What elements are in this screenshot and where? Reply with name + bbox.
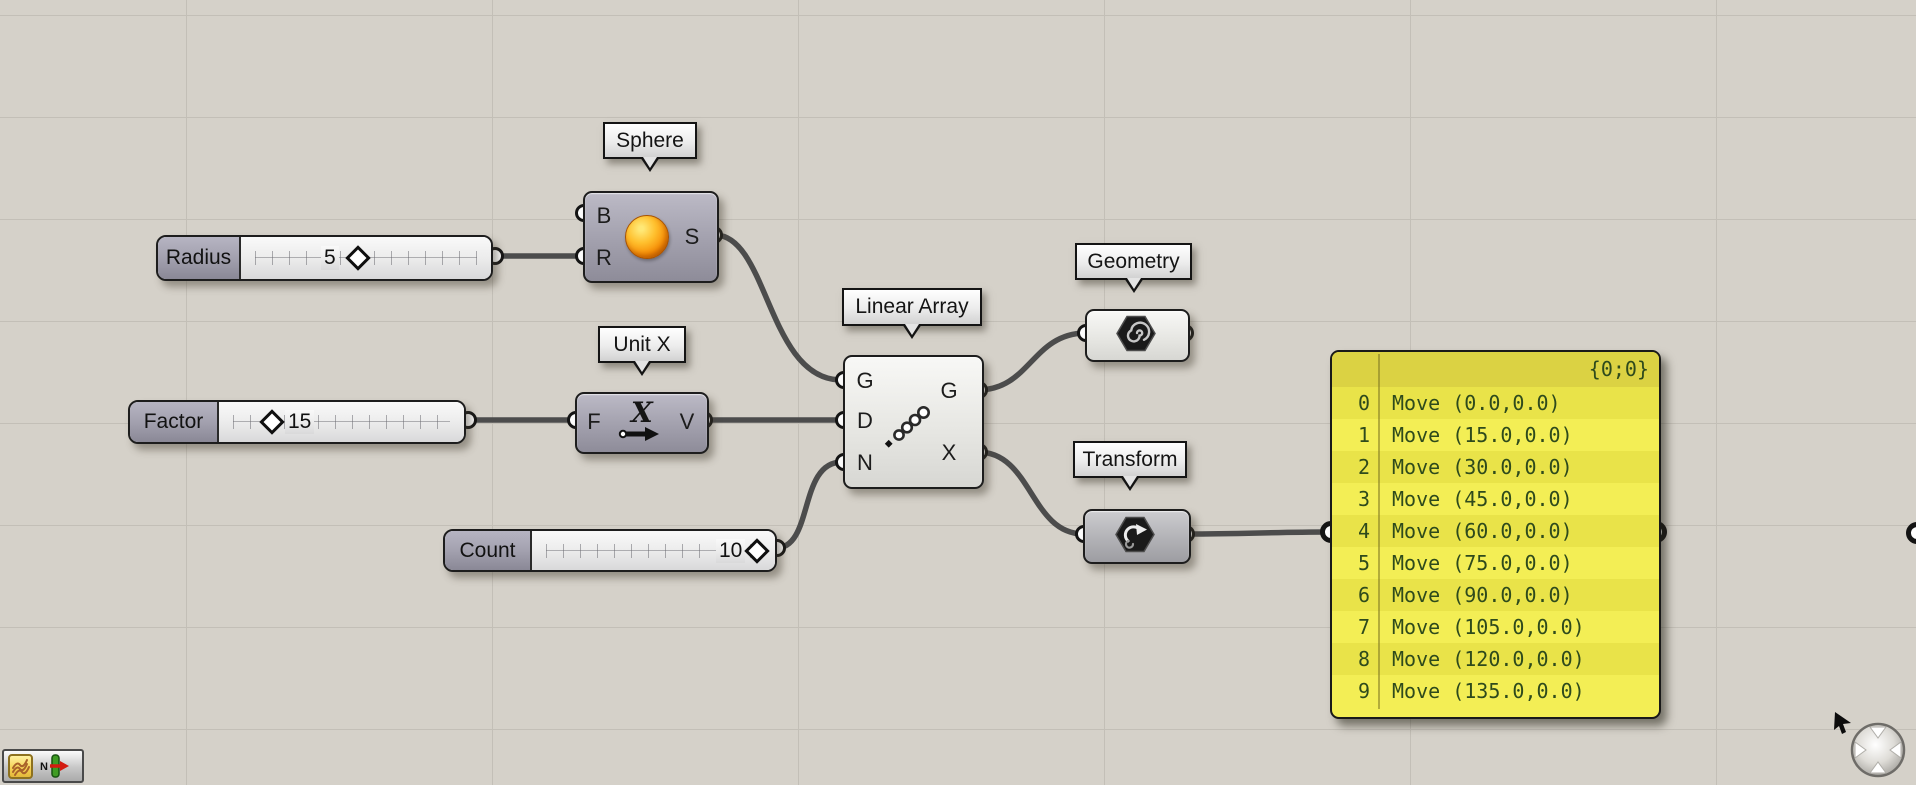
- unit-x-balloon: Unit X: [598, 326, 686, 363]
- panel-row: 5 Move (75.0,0.0): [1332, 547, 1659, 579]
- panel-row: 9 Move (135.0,0.0): [1332, 675, 1659, 707]
- wire-count-to-array[interactable]: [773, 459, 845, 551]
- radius-slider-track[interactable]: 5: [241, 237, 491, 279]
- unit-x-vector-icon: X: [618, 396, 659, 441]
- array-output-label-g: G: [940, 378, 958, 403]
- sphere-balloon: Sphere: [603, 122, 697, 159]
- slider-tick-marks: [546, 543, 761, 558]
- wire-sphere-to-array[interactable]: [713, 232, 843, 383]
- row-text: Move (75.0,0.0): [1392, 551, 1573, 575]
- panel-row: 2 Move (30.0,0.0): [1332, 451, 1659, 483]
- row-text: Move (30.0,0.0): [1392, 455, 1573, 479]
- geometry-balloon-label: Geometry: [1087, 249, 1180, 273]
- sphere-input-label-b: B: [596, 203, 612, 228]
- navigator-ball-icon[interactable]: [1849, 721, 1907, 779]
- array-input-label-d: D: [857, 408, 873, 433]
- sketch-tool-icon[interactable]: [8, 753, 33, 779]
- wire-array-to-transform[interactable]: [975, 449, 1086, 537]
- unit-x-balloon-label: Unit X: [613, 332, 671, 356]
- sphere-balloon-label: Sphere: [616, 128, 684, 152]
- radius-slider-value: 5: [321, 246, 339, 270]
- row-text: Move (105.0,0.0): [1392, 615, 1585, 639]
- cursor-arrow-icon: [1834, 712, 1851, 734]
- canvas-corner-toolbar: N: [2, 749, 84, 783]
- radius-slider[interactable]: Radius 5: [156, 235, 493, 281]
- sphere-input-label-r: R: [596, 245, 612, 270]
- transform-balloon-label: Transform: [1082, 447, 1178, 471]
- row-index: 5: [1357, 551, 1370, 575]
- sphere-component[interactable]: B R S: [583, 191, 719, 283]
- row-text: Move (135.0,0.0): [1392, 679, 1585, 703]
- unit-x-component[interactable]: F V X: [575, 392, 709, 454]
- svg-text:N: N: [40, 761, 48, 773]
- factor-slider-label: Factor: [130, 402, 219, 442]
- count-slider-track[interactable]: 10: [532, 531, 775, 570]
- geometry-component[interactable]: [1085, 309, 1190, 362]
- panel-row: 6 Move (90.0,0.0): [1332, 579, 1659, 611]
- array-input-label-n: N: [857, 450, 873, 475]
- linear-array-component[interactable]: G D N G X: [843, 355, 984, 489]
- svg-text:X: X: [629, 396, 654, 429]
- array-input-label-g: G: [856, 368, 874, 393]
- factor-slider[interactable]: Factor 15: [128, 400, 466, 444]
- row-text: Move (45.0,0.0): [1392, 487, 1573, 511]
- geometry-balloon: Geometry: [1075, 243, 1192, 280]
- row-index: 0: [1357, 391, 1370, 415]
- count-slider-label: Count: [445, 531, 532, 570]
- row-index: 7: [1357, 615, 1370, 639]
- row-index: 4: [1357, 519, 1370, 543]
- panel-row: 4 Move (60.0,0.0): [1332, 515, 1659, 547]
- row-text: Move (0.0,0.0): [1392, 391, 1561, 415]
- row-index: 6: [1357, 583, 1370, 607]
- transform-balloon: Transform: [1073, 441, 1187, 478]
- factor-slider-value: 15: [285, 410, 315, 434]
- linear-array-balloon: Linear Array: [842, 288, 982, 326]
- panel-row: 7 Move (105.0,0.0): [1332, 611, 1659, 643]
- transform-arrow-hexagon-icon: [1115, 516, 1155, 553]
- panel-row: 3 Move (45.0,0.0): [1332, 483, 1659, 515]
- factor-slider-grip[interactable]: [259, 409, 285, 435]
- radius-slider-label: Radius: [158, 237, 241, 279]
- unitx-input-label-f: F: [587, 409, 601, 434]
- row-index: 1: [1357, 423, 1370, 447]
- wire-transform-to-panel[interactable]: [1185, 529, 1329, 537]
- row-text: Move (60.0,0.0): [1392, 519, 1573, 543]
- count-slider[interactable]: Count 10: [443, 529, 777, 572]
- row-index: 2: [1357, 455, 1370, 479]
- row-index: 9: [1357, 679, 1370, 703]
- linear-array-balloon-label: Linear Array: [855, 295, 969, 318]
- data-panel[interactable]: {0;0} 0 Move (0.0,0.0) 1 Move (15.0,0.0) 2…: [1330, 350, 1661, 719]
- panel-path-header: {0;0}: [1332, 352, 1659, 387]
- factor-slider-track[interactable]: 15: [219, 402, 464, 442]
- row-text: Move (15.0,0.0): [1392, 423, 1573, 447]
- sphere-ball-icon: [625, 215, 669, 259]
- row-text: Move (90.0,0.0): [1392, 583, 1573, 607]
- row-index: 3: [1357, 487, 1370, 511]
- vector-widget-icon[interactable]: N: [39, 752, 69, 780]
- offscreen-input-port[interactable]: [1906, 522, 1916, 544]
- count-slider-grip[interactable]: [744, 537, 770, 564]
- panel-row: 0 Move (0.0,0.0): [1332, 387, 1659, 419]
- panel-index-separator: [1378, 354, 1380, 709]
- panel-row: 1 Move (15.0,0.0): [1332, 419, 1659, 451]
- row-index: 8: [1357, 647, 1370, 671]
- geometry-spiral-hexagon-icon: [1116, 315, 1156, 352]
- array-output-label-x: X: [941, 440, 957, 465]
- radius-slider-grip[interactable]: [345, 245, 371, 271]
- unitx-output-label-v: V: [679, 409, 695, 434]
- sphere-output-label-s: S: [684, 224, 700, 249]
- linear-array-dots-icon: [884, 406, 930, 448]
- row-text: Move (120.0,0.0): [1392, 647, 1585, 671]
- wire-array-to-geometry[interactable]: [975, 330, 1088, 393]
- panel-row: 8 Move (120.0,0.0): [1332, 643, 1659, 675]
- transform-component[interactable]: [1083, 509, 1191, 564]
- count-slider-value: 10: [716, 538, 746, 563]
